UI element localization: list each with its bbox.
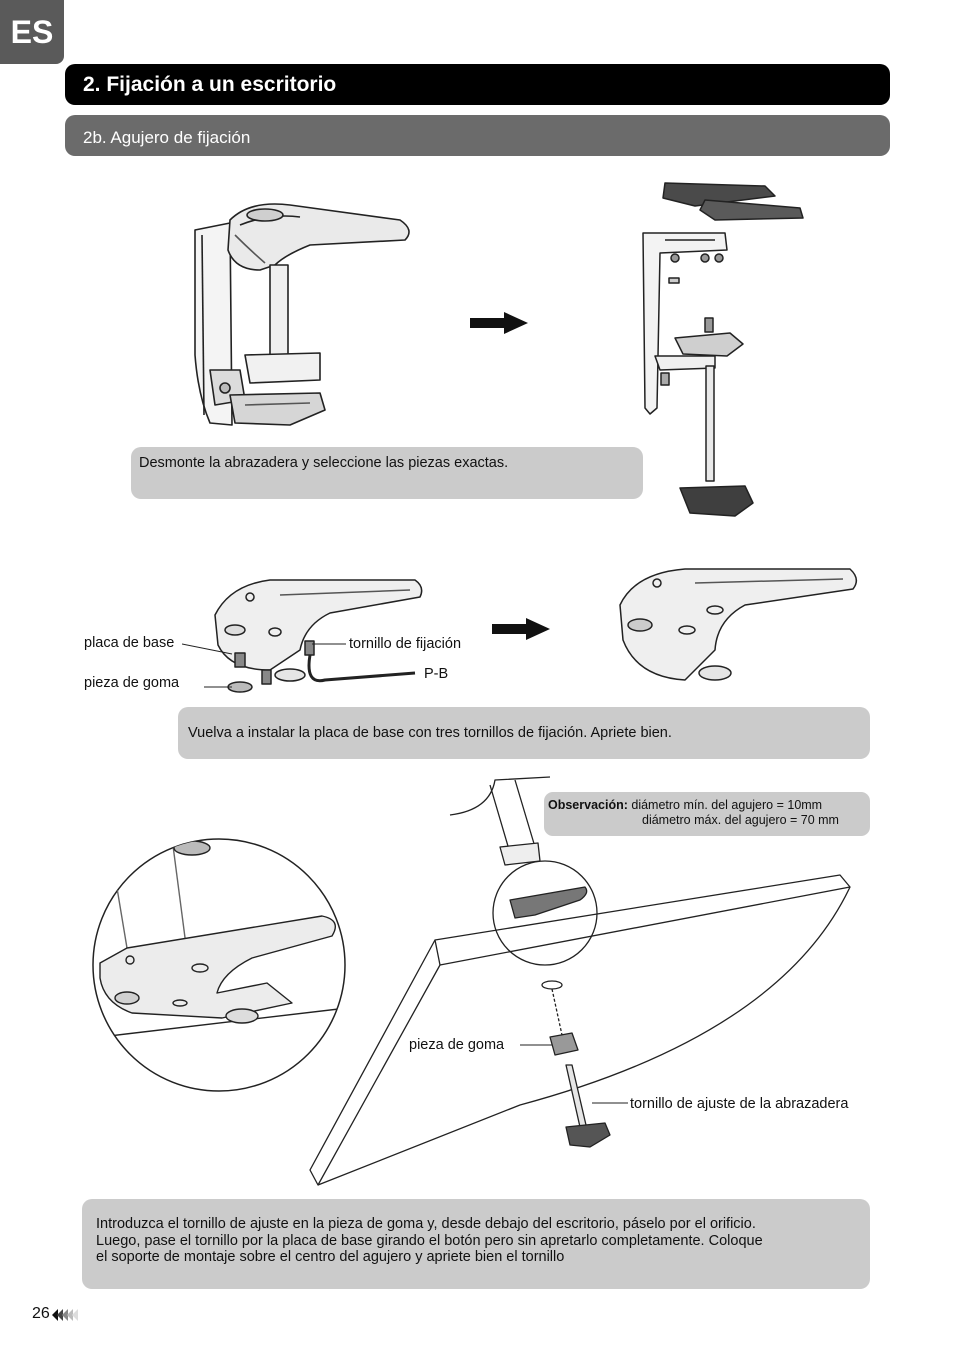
step3-note: Introduzca el tornillo de ajuste en la p… xyxy=(82,1199,870,1289)
observation-note: Observación: diámetro mín. del agujero =… xyxy=(544,792,870,836)
fixing-screw-leader-line xyxy=(312,642,348,646)
observation-title: Observación: xyxy=(548,798,628,812)
step2-note-text: Vuelva a instalar la placa de base con t… xyxy=(188,725,672,741)
base-plate-label: placa de base xyxy=(84,635,175,651)
observation-max-diameter: diámetro máx. del agujero = 70 mm xyxy=(642,813,839,827)
rubber-piece-label: pieza de goma xyxy=(84,675,180,691)
page-number: 26 xyxy=(32,1305,50,1322)
base-plate-installed-illustration xyxy=(615,565,860,690)
subsection-title: 2b. Agujero de fijación xyxy=(65,115,890,156)
rubber-piece-label-desk: pieza de goma xyxy=(409,1037,505,1053)
magnified-detail-illustration xyxy=(92,838,347,1093)
rubber-piece-leader-line xyxy=(204,685,234,689)
observation-min-diameter: diámetro mín. del agujero = 10mm xyxy=(631,798,823,812)
clamp-screw-label: tornillo de ajuste de la abrazadera xyxy=(630,1096,849,1112)
section-title: 2. Fijación a un escritorio xyxy=(65,64,890,105)
hex-key-label: P-B xyxy=(424,666,449,682)
step2-note: Vuelva a instalar la placa de base con t… xyxy=(178,707,870,759)
assembled-clamp-illustration xyxy=(190,195,425,435)
arrow-icon xyxy=(470,312,530,334)
desk-mounting-illustration xyxy=(300,775,860,1195)
arrow-icon xyxy=(492,618,552,640)
base-plate-screws-illustration xyxy=(210,575,430,700)
step3-note-line: Luego, pase el tornillo por la placa de … xyxy=(96,1232,763,1249)
step1-note-text: Desmonte la abrazadera y seleccione las … xyxy=(139,455,509,471)
step1-note: Desmonte la abrazadera y seleccione las … xyxy=(131,447,643,499)
fixing-screw-label: tornillo de fijación xyxy=(349,636,462,652)
base-plate-leader-line xyxy=(182,642,234,656)
exploded-clamp-illustration xyxy=(635,178,810,523)
step3-note-line: Introduzca el tornillo de ajuste en la p… xyxy=(96,1216,756,1232)
step3-note-line: el soporte de montaje sobre el centro de… xyxy=(96,1249,565,1265)
page-chevrons-icon xyxy=(52,1308,78,1326)
language-tab: ES xyxy=(0,0,64,64)
